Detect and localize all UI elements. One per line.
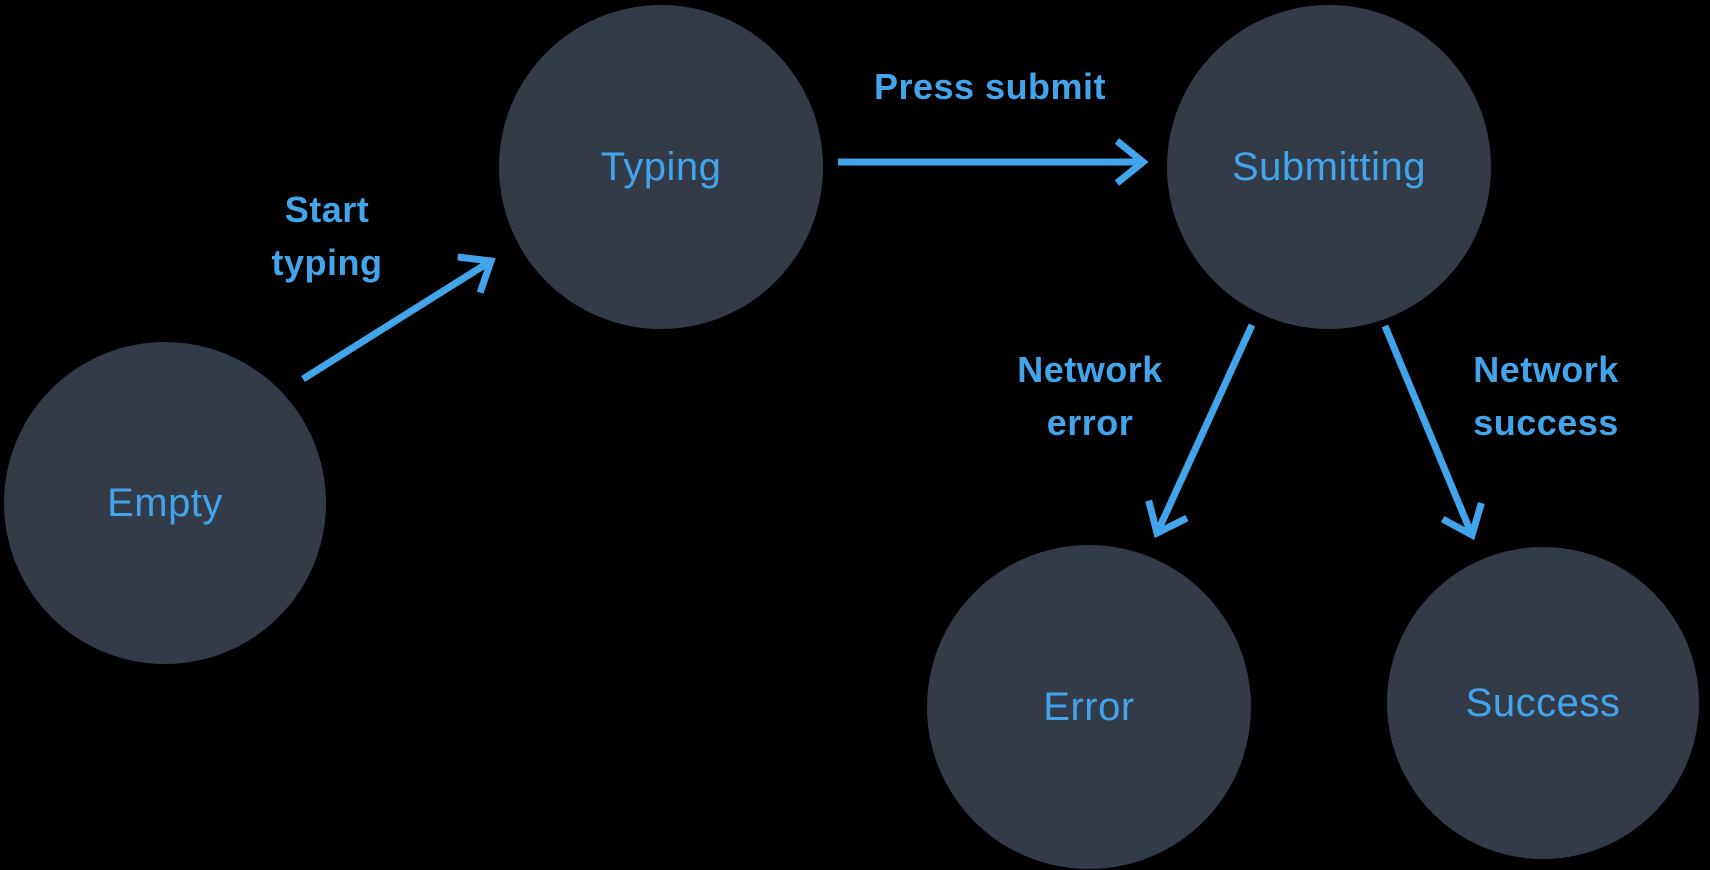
edge-label-press-submit: Press submit bbox=[873, 66, 1107, 107]
node-success-label: Success bbox=[1465, 680, 1621, 725]
edge-label-start-typing: Start typing bbox=[271, 189, 383, 283]
edge-arrow-start-typing bbox=[301, 253, 496, 382]
node-success: Success bbox=[1387, 547, 1699, 859]
node-submitting-label: Submitting bbox=[1232, 144, 1426, 189]
edge-arrow-network-error bbox=[1145, 323, 1256, 539]
node-error: Error bbox=[927, 545, 1251, 869]
edge-label-network-error: Network error bbox=[1017, 349, 1163, 443]
node-submitting: Submitting bbox=[1167, 5, 1491, 329]
node-typing-label: Typing bbox=[600, 144, 722, 189]
node-empty-label: Empty bbox=[107, 480, 223, 525]
node-empty: Empty bbox=[4, 342, 326, 664]
node-error-label: Error bbox=[1043, 684, 1135, 729]
edge-label-network-success: Network success bbox=[1473, 349, 1619, 443]
edge-arrow-network-success bbox=[1381, 324, 1485, 541]
node-typing: Typing bbox=[499, 5, 823, 329]
